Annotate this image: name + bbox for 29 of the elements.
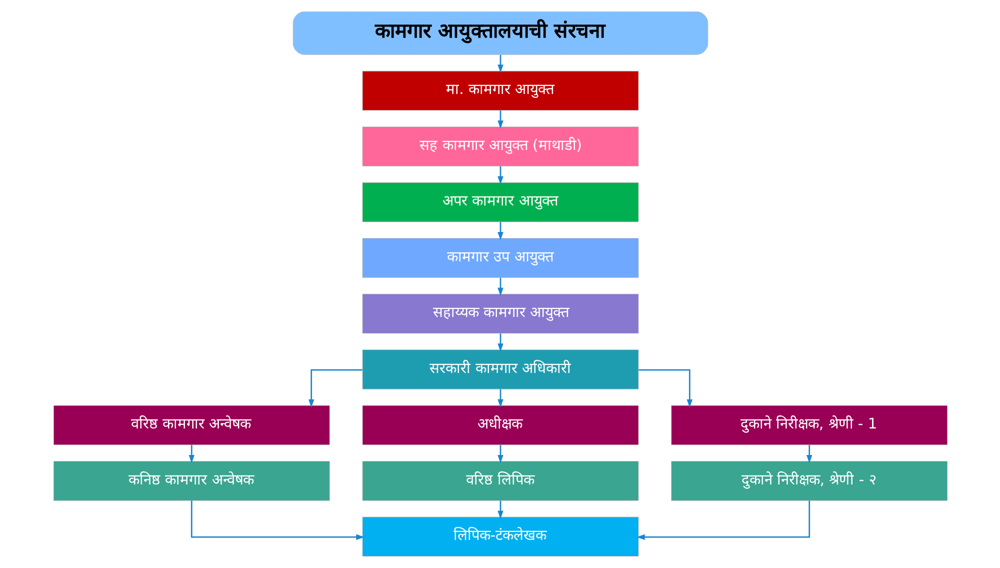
node-box: कनिष्ठ कामगार अन्वेषक	[52, 461, 330, 501]
node-box: मा. कामगार आयुक्त	[362, 70, 638, 111]
arrow	[636, 500, 810, 540]
arrow	[308, 369, 362, 408]
arrow	[497, 334, 503, 352]
node-box: सह कामगार आयुक्त (माथाडी)	[362, 126, 638, 166]
node-box: लिपिक-टंकलेखक	[362, 516, 638, 557]
node-box: कामगार आयुक्तालयाची संरचना	[292, 11, 708, 55]
arrow	[497, 166, 503, 185]
node-box: वरिष्ठ लिपिक	[362, 461, 638, 501]
node-box: सहाय्यक कामगार आयुक्त	[362, 294, 638, 334]
node-box: वरिष्ठ कामगार अन्वेषक	[52, 405, 330, 446]
arrow	[497, 110, 503, 129]
arrow	[497, 278, 503, 296]
arrow	[497, 445, 503, 464]
arrow	[497, 500, 503, 519]
arrow	[638, 369, 692, 408]
node-box: कामगार उप आयुक्त	[362, 238, 638, 278]
arrow	[497, 222, 503, 240]
arrow	[188, 445, 194, 464]
node-box: अपर कामगार आयुक्त	[362, 182, 638, 222]
arrow	[497, 389, 503, 408]
node-box: सरकारी कामगार अधिकारी	[362, 350, 638, 390]
arrow	[497, 54, 503, 73]
arrow	[190, 500, 364, 540]
node-box: अधीक्षक	[362, 405, 638, 446]
node-box: दुकाने निरीक्षक, श्रेणी - २	[670, 461, 948, 501]
node-box: दुकाने निरीक्षक, श्रेणी - 1	[670, 405, 948, 446]
arrow	[806, 445, 812, 464]
